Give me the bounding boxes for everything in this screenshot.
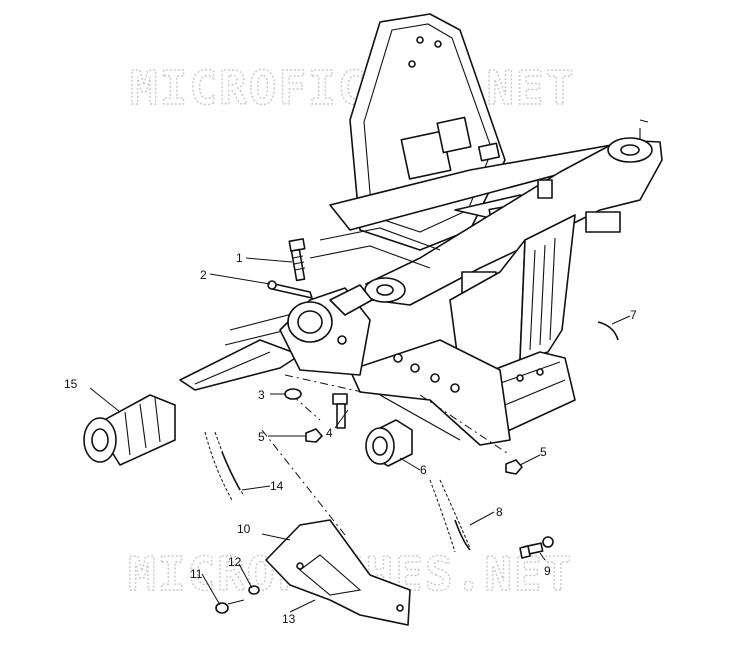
- callout-13: 13: [282, 612, 296, 626]
- callout-5-left: 5: [258, 430, 265, 444]
- part-washer-12: [248, 585, 260, 595]
- frame-legs: [449, 214, 576, 381]
- part-clip-7: [597, 321, 619, 341]
- part-nut-5a: [305, 428, 323, 443]
- watermark-top: MICROFICHES.NET: [130, 61, 575, 115]
- leader-lines: [89, 257, 631, 613]
- part-pin-2: [267, 280, 313, 299]
- callout-10: 10: [237, 522, 251, 536]
- callout-12: 12: [228, 555, 242, 569]
- callout-9: 9: [544, 564, 551, 578]
- callout-8: 8: [496, 505, 503, 519]
- callout-labels: 1 2 3 4 5 5 6 7 8 9 10 11 12 13 14 15: [64, 251, 637, 626]
- part-nut-5b: [505, 459, 523, 475]
- part-bolt-1: [288, 238, 306, 282]
- callout-14: 14: [270, 479, 284, 493]
- callout-6: 6: [420, 463, 427, 477]
- callout-2: 2: [200, 268, 207, 282]
- part-chain-8: [429, 479, 471, 553]
- part-cylinder-15: [83, 394, 176, 466]
- axle-carrier: [279, 284, 373, 376]
- part-bolt-4: [332, 393, 348, 429]
- part-washer-3: [284, 388, 302, 400]
- callout-4: 4: [326, 426, 333, 440]
- callout-15: 15: [64, 377, 78, 391]
- part-roller-6: [365, 419, 413, 467]
- callout-5-right: 5: [540, 445, 547, 459]
- callout-7: 7: [630, 308, 637, 322]
- part-fastener-9: [519, 536, 554, 559]
- frame-lower-rail: [349, 339, 511, 446]
- frame-left-plate: [179, 339, 301, 391]
- part-chain-14: [204, 431, 245, 501]
- part-screw-11: [215, 599, 245, 614]
- part-guard-10-13: [265, 519, 411, 626]
- callout-1: 1: [236, 251, 243, 265]
- callout-11: 11: [190, 567, 203, 581]
- callout-3: 3: [258, 388, 265, 402]
